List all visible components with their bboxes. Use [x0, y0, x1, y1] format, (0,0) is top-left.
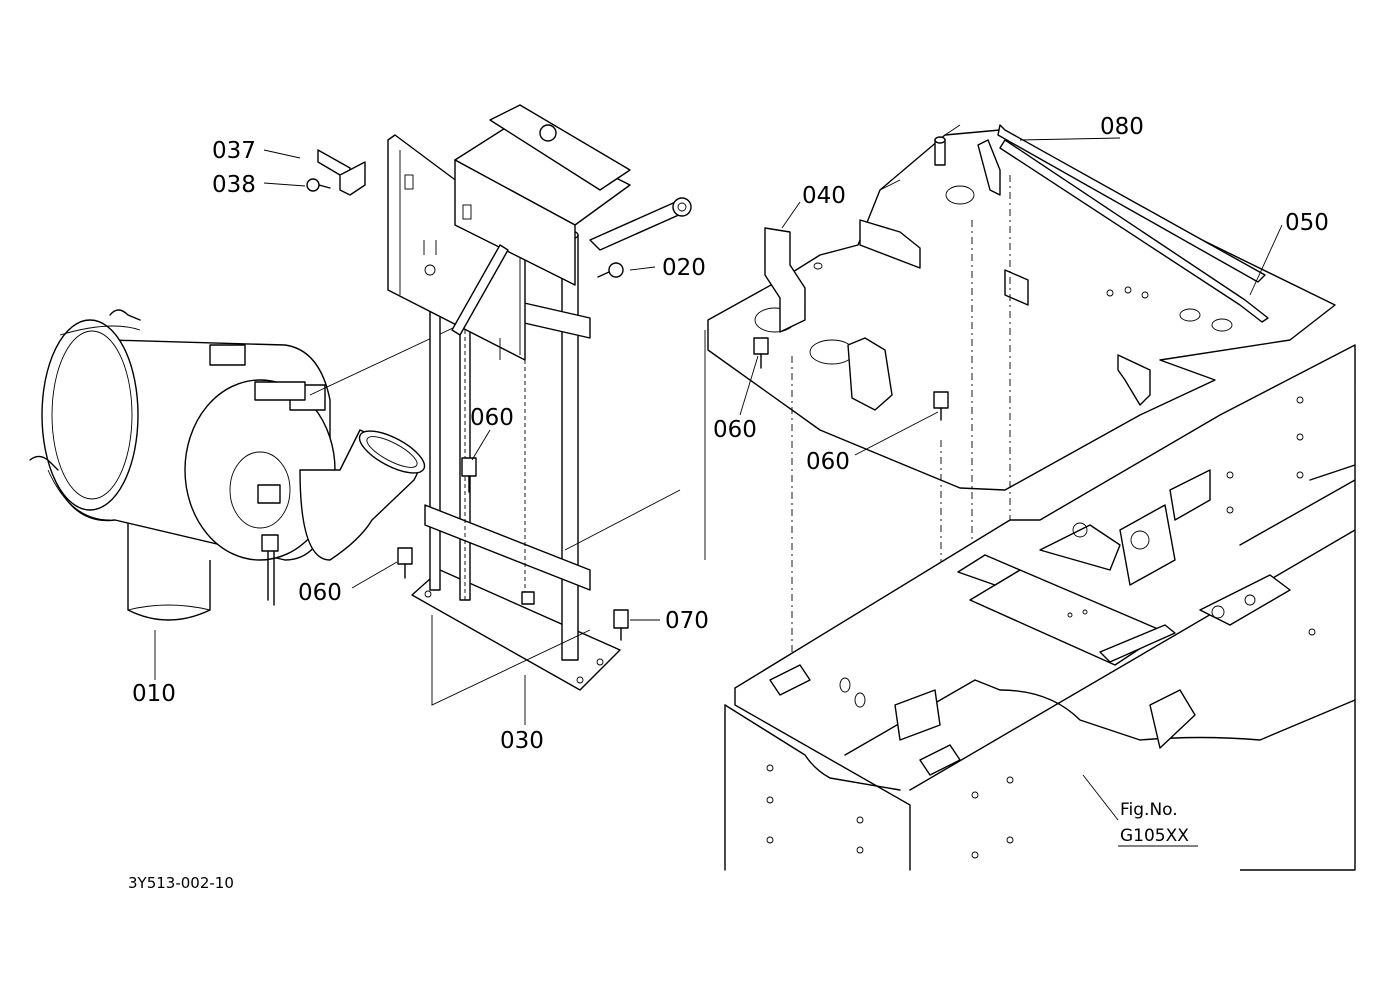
label-020: 020 [662, 255, 706, 281]
label-037: 037 [212, 138, 256, 164]
bracket-037[interactable] [317, 149, 366, 196]
bolt-038[interactable] [306, 178, 331, 192]
label-010: 010 [132, 681, 176, 707]
drawing-number: 3Y513-002-10 [128, 874, 234, 892]
label-060-stand: 060 [470, 405, 514, 431]
label-038: 038 [212, 172, 256, 198]
label-060-lower: 060 [298, 580, 342, 606]
figure-ref-line2: G105XX [1120, 826, 1189, 846]
label-030: 030 [500, 728, 544, 754]
leader-lines [154, 137, 1283, 847]
mounting-plate[interactable] [707, 124, 1336, 491]
figure-reference: Fig.No. G105XX [1120, 800, 1189, 846]
figure-ref-line1: Fig.No. [1120, 800, 1178, 820]
label-070: 070 [665, 608, 709, 634]
bolt-060-stand[interactable] [461, 457, 477, 493]
air-cleaner-stand[interactable] [387, 104, 706, 706]
label-080: 080 [1100, 114, 1144, 140]
nut-070[interactable] [613, 609, 629, 641]
label-040: 040 [802, 183, 846, 209]
bolt-020[interactable] [597, 262, 624, 278]
air-cleaner-assembly[interactable] [29, 309, 471, 621]
chassis-frame [724, 344, 1356, 871]
bolt-060-plate-left[interactable] [753, 337, 769, 369]
bolt-060-lower[interactable] [397, 547, 413, 579]
label-050: 050 [1285, 210, 1329, 236]
label-060-plate-center: 060 [806, 449, 850, 475]
rail-050[interactable] [999, 139, 1269, 323]
rail-080[interactable] [997, 124, 1266, 283]
label-060-plate-left: 060 [713, 417, 757, 443]
part-labels: 037 038 020 060 060 070 030 010 060 060 … [132, 114, 1329, 754]
bolt-060-plate-center[interactable] [933, 391, 949, 421]
